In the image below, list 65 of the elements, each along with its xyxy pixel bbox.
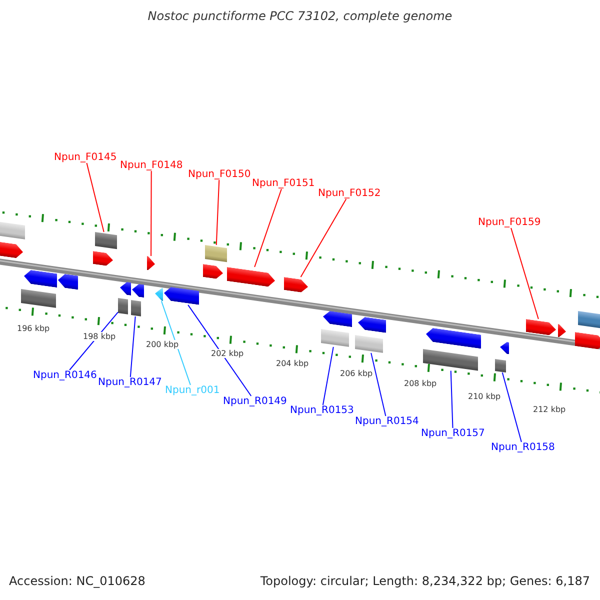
gene-label: Npun_R0157 (421, 428, 485, 439)
leader-line (510, 228, 539, 320)
gene-feature (558, 324, 566, 338)
gene-feature (526, 319, 556, 336)
scale-label: 200 kbp (145, 340, 180, 349)
scale-label: 196 kbp (16, 324, 51, 333)
gene-box (0, 221, 25, 240)
leader-line (322, 346, 334, 406)
gene-label: Npun_F0152 (318, 188, 381, 199)
leader-line (130, 316, 136, 378)
gene-box (495, 359, 506, 373)
genome-summary-text: Topology: circular; Length: 8,234,322 bp; Genes: 6,187 (260, 574, 590, 588)
leader-line (86, 162, 104, 232)
gene-box (21, 289, 56, 308)
scale-label: 202 kbp (210, 349, 245, 358)
gene-label: Npun_R0158 (491, 442, 555, 453)
gene-label: Npun_R0153 (290, 405, 354, 416)
gene-label: Npun_F0151 (252, 178, 315, 189)
gene-box (118, 298, 128, 314)
gene-box (423, 349, 478, 371)
gene-feature (426, 327, 481, 349)
leader-line (370, 352, 386, 416)
gene-feature (155, 287, 163, 302)
scale-label: 198 kbp (82, 332, 117, 341)
leader-line (254, 188, 282, 268)
gene-feature (575, 332, 600, 350)
gene-feature (0, 241, 23, 260)
title: Nostoc punctiforme PCC 73102, complete genome (146, 9, 454, 23)
leader-line (300, 198, 347, 278)
gene-feature (58, 273, 78, 290)
scale-label: 204 kbp (275, 359, 310, 368)
gene-feature (203, 264, 223, 280)
gene-feature (120, 281, 131, 296)
scale-label: 206 kbp (339, 369, 374, 378)
gene-box (131, 300, 141, 316)
gene-box (321, 329, 349, 347)
gene-feature (24, 269, 57, 288)
gene-box (95, 232, 117, 250)
gene-label: Npun_R0147 (98, 377, 162, 388)
scale-label: 208 kbp (403, 379, 438, 388)
gene-label: Npun_F0159 (478, 217, 541, 228)
gene-feature (500, 341, 509, 354)
gene-label: Npun_r001 (165, 385, 220, 396)
gene-label: Npun_F0150 (188, 169, 251, 180)
leader-line (160, 300, 191, 386)
accession-text: Accession: NC_010628 (9, 574, 146, 588)
leader-line (150, 170, 152, 256)
gene-feature (358, 316, 386, 333)
gene-label: Npun_R0146 (33, 370, 97, 381)
gene-label: Npun_F0145 (54, 152, 117, 163)
gene-box (205, 245, 227, 262)
leader-line (216, 180, 220, 246)
gene-box (355, 335, 383, 353)
gene-box (578, 311, 600, 330)
gene-feature (284, 277, 308, 294)
gene-label: Npun_F0148 (120, 160, 183, 171)
leader-line (450, 370, 454, 428)
scale-label: 212 kbp (532, 405, 567, 414)
gene-label: Npun_R0149 (223, 396, 287, 407)
leader-line (188, 304, 252, 396)
gene-label: Npun_R0154 (355, 416, 419, 427)
scale-label: 210 kbp (467, 392, 502, 401)
leader-line (502, 372, 522, 442)
gene-feature (93, 251, 113, 267)
gene-feature (132, 283, 144, 298)
